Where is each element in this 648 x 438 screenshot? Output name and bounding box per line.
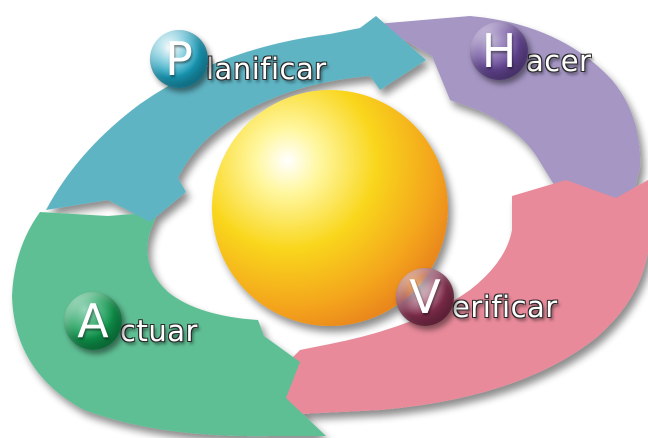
badge-letter-p: P: [165, 32, 193, 86]
arrow-hacer: [376, 16, 641, 214]
badge-letter-a: A: [77, 294, 109, 348]
label-verificar: V erificar: [396, 268, 558, 326]
arrow-planificar: [46, 16, 426, 222]
center-sphere: [212, 90, 448, 326]
label-actuar-text: ctuar: [120, 314, 198, 348]
label-planificar-text: lanificar: [206, 52, 327, 86]
label-actuar: A ctuar: [64, 292, 198, 350]
arrow-actuar: [12, 212, 326, 437]
badge-letter-h: H: [481, 24, 517, 78]
label-planificar: P lanificar: [150, 30, 327, 88]
arrow-verificar: [266, 180, 648, 414]
label-hacer: H acer: [470, 22, 591, 80]
label-verificar-text: erificar: [452, 290, 558, 324]
badge-hacer: H: [470, 22, 528, 80]
badge-actuar: A: [64, 292, 122, 350]
badge-planificar: P: [150, 30, 208, 88]
label-hacer-text: acer: [526, 44, 592, 78]
badge-letter-v: V: [409, 270, 441, 324]
badge-verificar: V: [396, 268, 454, 326]
